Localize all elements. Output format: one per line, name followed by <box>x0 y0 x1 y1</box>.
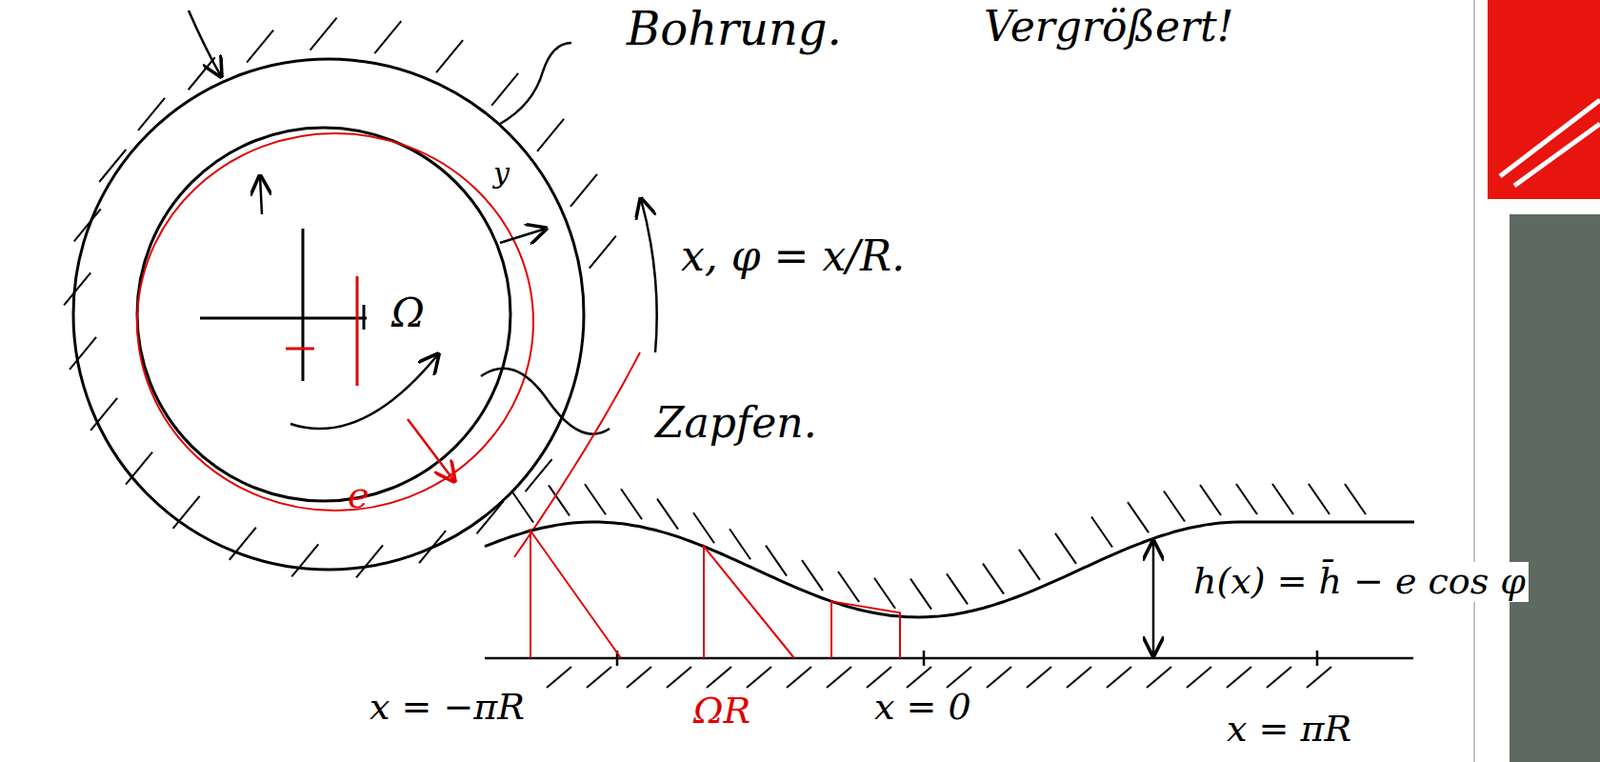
hatch-stroke <box>838 571 860 602</box>
hatch-stroke <box>246 30 274 63</box>
axis-ticks <box>617 650 1318 666</box>
hatch-stroke <box>620 488 642 520</box>
hatch-stroke <box>310 18 338 51</box>
load-arrow <box>188 10 221 77</box>
gap-height-arrow <box>1152 540 1156 656</box>
hatch-stroke <box>570 174 598 207</box>
hatch-stroke <box>525 459 553 492</box>
y-arrow <box>500 228 546 243</box>
hatch-stroke <box>1186 666 1212 688</box>
velocity-profiles <box>530 530 900 659</box>
unroll-line <box>514 352 640 558</box>
bore-center-mark <box>200 228 367 381</box>
hatch-stroke <box>1236 483 1258 515</box>
hatch-stroke <box>946 573 968 604</box>
hatch-stroke <box>982 563 1004 595</box>
logo-strokes <box>1500 100 1600 186</box>
hatch-stroke <box>1055 533 1077 564</box>
hatch-stroke <box>1026 666 1052 688</box>
hatch-stroke <box>765 545 787 577</box>
sketch-label: h(x) = h̄ − e cos φ <box>1190 561 1529 602</box>
sketch-label: x = −πR <box>366 687 528 728</box>
sketch-label: e <box>344 476 373 517</box>
sketch-label: Bohrung. <box>623 3 845 55</box>
journal-circle <box>137 133 534 511</box>
hatch-stroke <box>729 528 751 560</box>
hatch-stroke <box>657 499 679 530</box>
hatch-stroke <box>1163 490 1185 521</box>
hatch-stroke <box>786 666 812 688</box>
hatch-stroke <box>74 208 101 241</box>
journal-leader <box>480 368 610 435</box>
housing-circle <box>73 59 584 570</box>
hatch-stroke <box>1106 666 1132 688</box>
hatch-stroke <box>1200 484 1221 516</box>
hatching <box>63 18 1366 688</box>
sketch-label: x, φ = x/R. <box>678 233 908 280</box>
sketch-label: Ω <box>388 291 428 336</box>
hatch-stroke <box>1266 666 1292 688</box>
hatch-stroke <box>866 666 892 688</box>
logo-panel <box>1487 0 1600 200</box>
hatch-stroke <box>173 496 200 529</box>
hatch-stroke <box>1308 483 1330 515</box>
hatch-stroke <box>706 666 732 688</box>
video-panel <box>1509 214 1600 762</box>
hatch-stroke <box>374 20 401 54</box>
sketch-label: ΩR <box>690 691 754 732</box>
x-arrow <box>640 199 658 353</box>
hatch-stroke <box>188 57 216 90</box>
sketch-label: Zapfen. <box>652 400 820 446</box>
hatch-stroke <box>1306 666 1332 688</box>
gap-arrow <box>260 176 262 215</box>
hatch-stroke <box>589 236 617 269</box>
rotation-arrow <box>290 354 439 429</box>
hatch-stroke <box>125 452 153 485</box>
velocity-profile <box>703 546 795 659</box>
hatch-stroke <box>906 666 932 688</box>
velocity-profile <box>530 530 621 659</box>
sketch-label: x = πR <box>1223 709 1355 750</box>
hatch-stroke <box>666 666 692 688</box>
hatch-stroke <box>801 560 823 591</box>
hatch-stroke <box>626 666 652 688</box>
sketch-label: x = 0 <box>871 687 975 728</box>
hatch-stroke <box>946 666 972 688</box>
hatch-stroke <box>1066 666 1092 688</box>
hatch-stroke <box>1146 666 1172 688</box>
hatch-stroke <box>356 544 383 578</box>
hatch-stroke <box>910 579 932 610</box>
bore-leader <box>500 42 572 124</box>
hatch-stroke <box>1091 517 1113 548</box>
hatch-stroke <box>1226 666 1252 688</box>
hatch-stroke <box>746 666 772 688</box>
hatch-stroke <box>584 483 606 515</box>
hatch-stroke <box>1272 483 1294 515</box>
eccentricity-arrow <box>407 419 455 481</box>
hatch-stroke <box>436 40 463 73</box>
journal-center-mark <box>285 276 358 386</box>
hatch-stroke <box>546 666 572 688</box>
hatch-stroke <box>874 578 896 609</box>
sketch-label: Vergrößert! <box>980 3 1237 50</box>
hatch-stroke <box>291 543 319 577</box>
hatch-stroke <box>986 666 1012 688</box>
sketch-label: y <box>490 157 513 189</box>
hatch-stroke <box>826 666 852 688</box>
hatch-stroke <box>1344 483 1366 515</box>
hatch-stroke <box>693 512 715 543</box>
bore-circle <box>137 127 511 501</box>
hatch-stroke <box>537 119 564 152</box>
journal-wall <box>484 657 1414 660</box>
hatch-stroke <box>512 491 534 522</box>
panel-divider <box>1474 0 1476 762</box>
hatch-stroke <box>491 73 519 106</box>
velocity-profile <box>831 600 900 659</box>
hatch-stroke <box>586 666 612 688</box>
hatch-stroke <box>1127 501 1149 533</box>
hatch-stroke <box>138 98 165 131</box>
hatch-stroke <box>1019 549 1040 580</box>
